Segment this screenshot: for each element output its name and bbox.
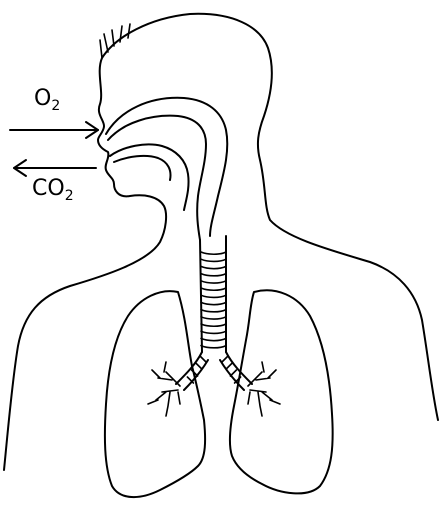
mouth-cavity bbox=[110, 144, 189, 210]
trachea-ring bbox=[201, 274, 226, 276]
bronchi bbox=[176, 352, 252, 390]
trachea-ring bbox=[201, 295, 226, 297]
trachea-ring bbox=[201, 266, 226, 268]
trachea-ring bbox=[201, 338, 226, 340]
co2-arrow bbox=[14, 160, 96, 176]
bronchus-ring bbox=[196, 363, 202, 369]
bronchioles-right bbox=[248, 362, 280, 416]
co2-label: CO2 bbox=[32, 178, 74, 200]
trachea-ring bbox=[201, 346, 226, 348]
trachea-ring bbox=[201, 331, 226, 333]
trachea-ring bbox=[201, 310, 226, 312]
trachea-ring bbox=[201, 281, 226, 283]
bronchioles-left bbox=[148, 362, 180, 416]
trachea-ring bbox=[201, 317, 226, 319]
trachea-ring bbox=[201, 288, 226, 290]
body-silhouette bbox=[4, 14, 438, 470]
trachea-ring bbox=[201, 302, 226, 304]
trachea-ring bbox=[201, 259, 226, 261]
left-lung bbox=[105, 291, 205, 497]
trachea-ring bbox=[201, 324, 226, 326]
bronchus-ring bbox=[222, 356, 228, 362]
oxygen-arrow bbox=[10, 122, 98, 138]
trachea-ring bbox=[201, 252, 226, 254]
bronchus-ring bbox=[200, 356, 206, 362]
right-lung bbox=[230, 290, 333, 493]
oxygen-label: O2 bbox=[34, 88, 60, 110]
bronchus-ring bbox=[226, 363, 232, 369]
